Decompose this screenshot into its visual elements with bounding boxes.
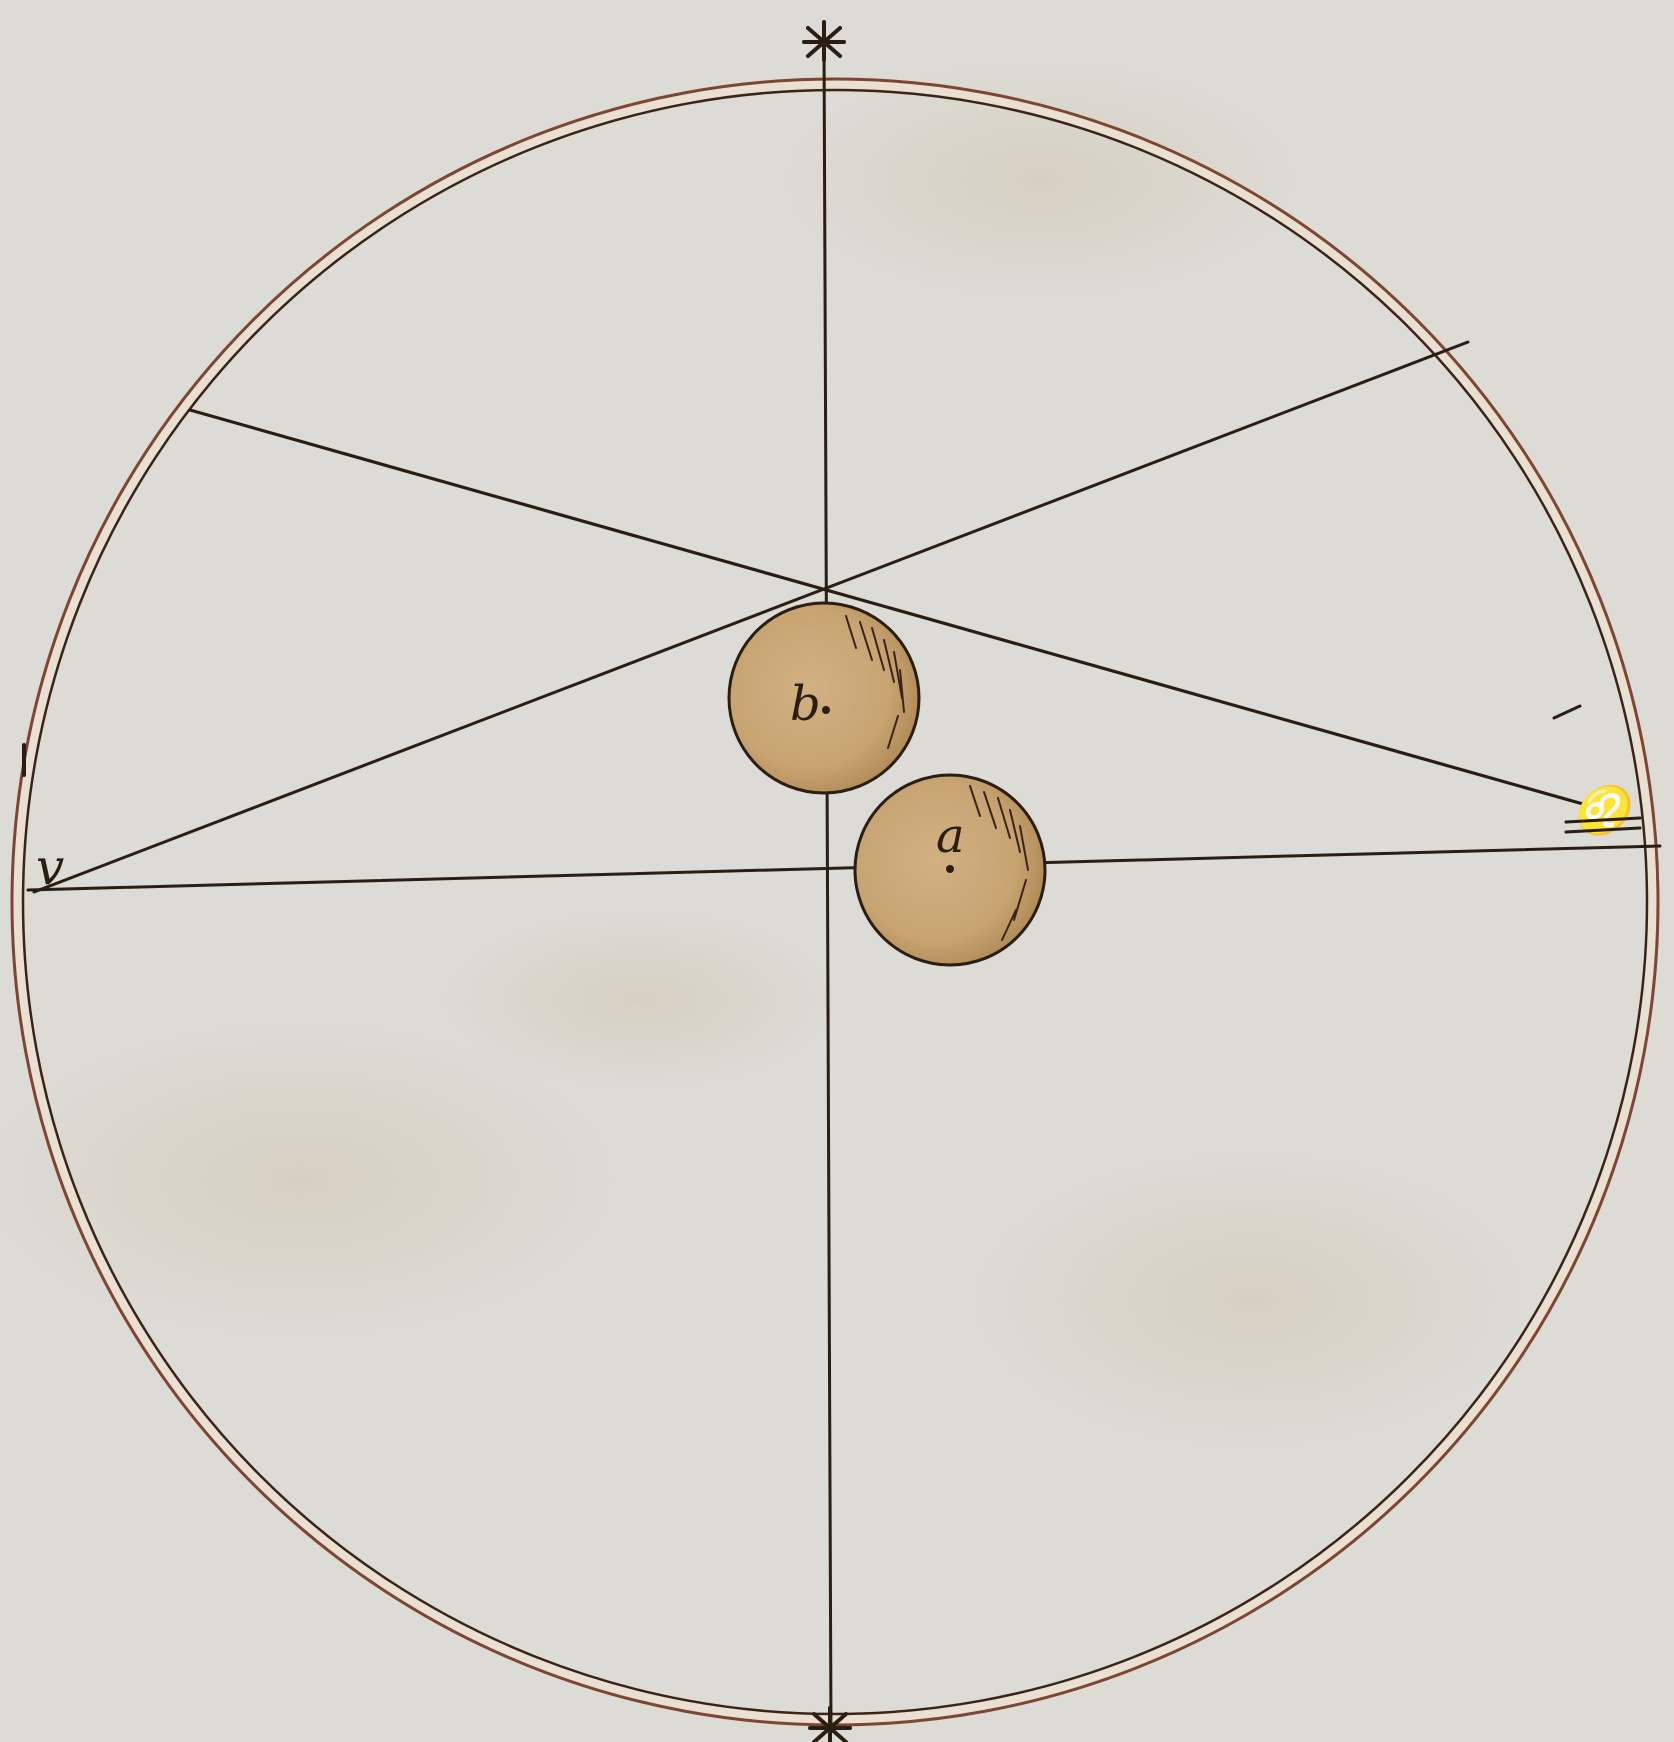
paper-stain xyxy=(440,910,840,1090)
ball-b-body xyxy=(729,603,919,793)
ball-a xyxy=(855,775,1045,965)
ball-a-label: a xyxy=(936,808,965,864)
ball-b-dot xyxy=(822,706,830,714)
ball-a-center-dot xyxy=(946,865,954,873)
asterisk-icon xyxy=(804,22,844,60)
left-point-label: v xyxy=(36,838,64,896)
ball-b xyxy=(729,603,919,793)
ball-b-label: b xyxy=(790,676,821,732)
paper-stain xyxy=(970,1150,1530,1450)
